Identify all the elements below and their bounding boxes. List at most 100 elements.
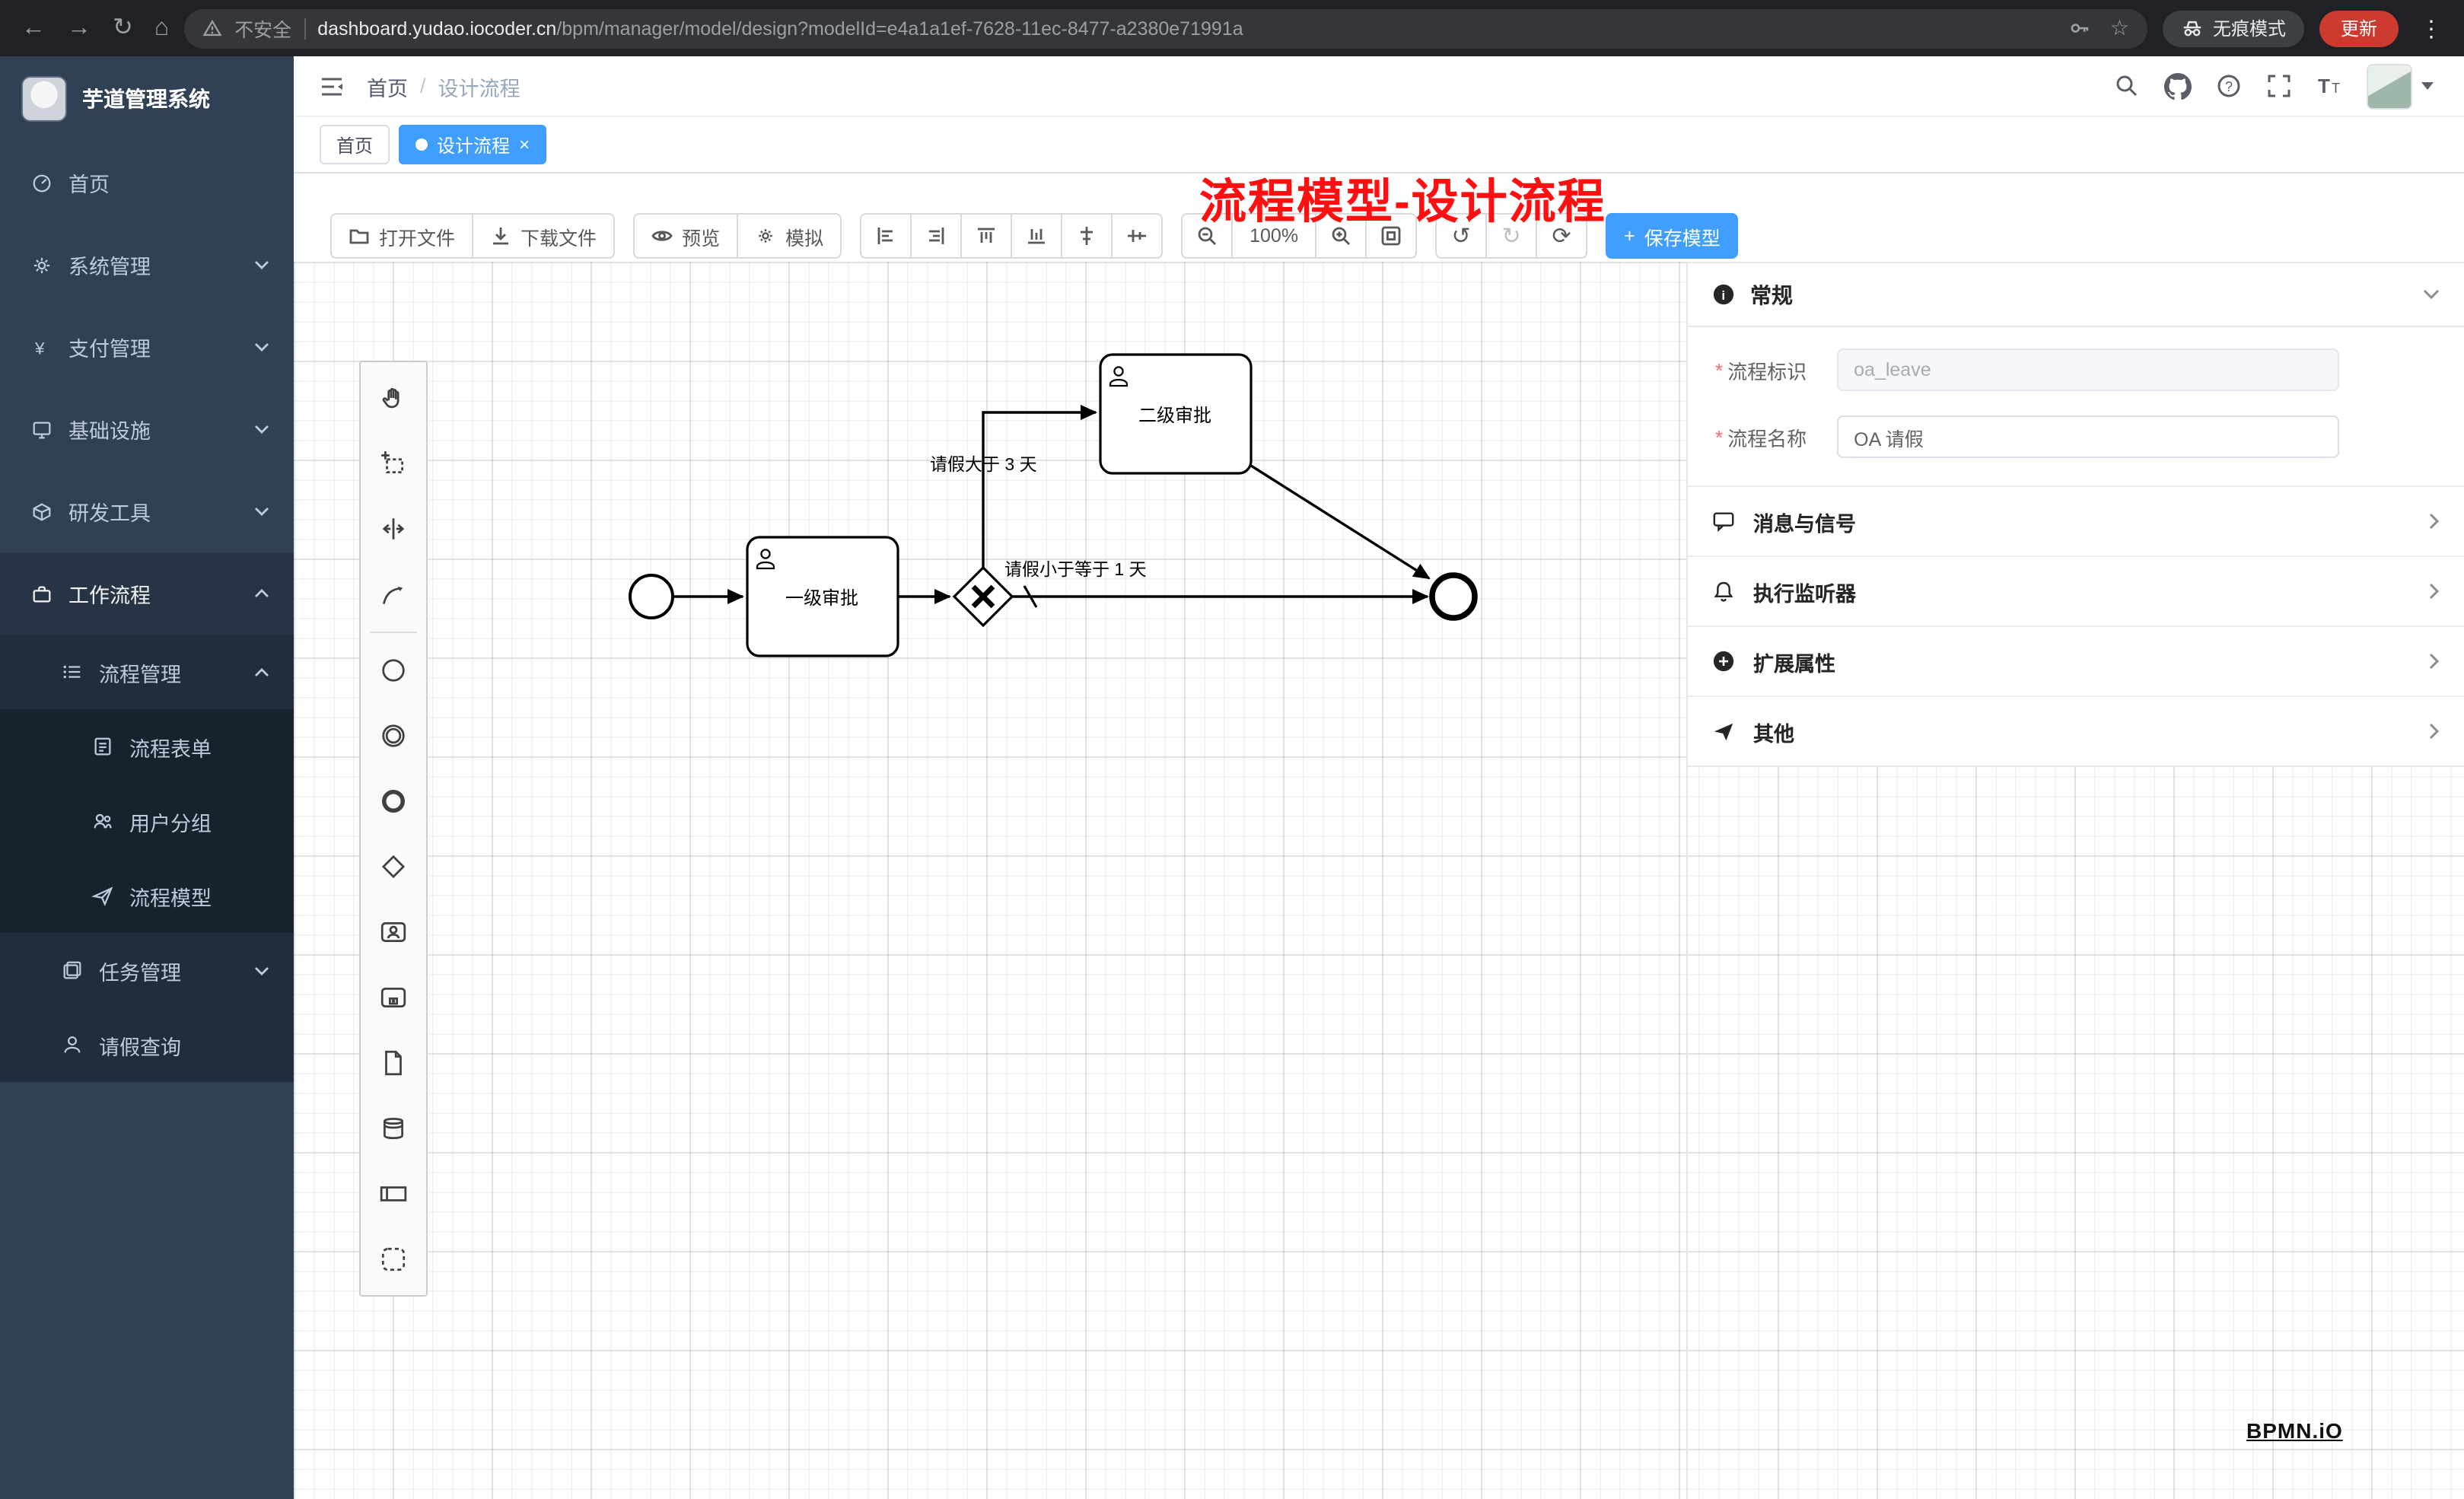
reload-icon[interactable]: ↻ <box>113 14 133 40</box>
align-bottom-button[interactable] <box>1011 213 1063 259</box>
create-intermediate-event[interactable] <box>361 703 426 769</box>
start-event[interactable] <box>629 574 674 619</box>
zoom-reset-button[interactable] <box>1365 213 1418 259</box>
create-participant[interactable] <box>361 1161 426 1227</box>
chevron-down-icon <box>255 343 269 352</box>
tab-home[interactable]: 首页 <box>320 125 390 164</box>
process-name-input[interactable] <box>1837 415 2340 458</box>
chevron-down-icon <box>255 966 269 975</box>
comment-icon <box>1713 512 1734 533</box>
close-tab-icon[interactable]: × <box>519 134 530 155</box>
browser-chrome: ← → ↻ ⌂ 不安全 dashboard.yudao.iocoder.cn/b… <box>0 0 2464 56</box>
bpmn-designer: 打开文件 下载文件 预览 <box>294 173 2464 1499</box>
forward-icon[interactable]: → <box>67 14 91 40</box>
section-extended-attrs[interactable]: 扩展属性 <box>1688 625 2464 695</box>
data-store-icon <box>384 1117 403 1140</box>
end-event[interactable] <box>1429 572 1478 621</box>
create-group[interactable] <box>361 1227 426 1292</box>
section-general[interactable]: i 常规 <box>1688 263 2464 327</box>
flow-gateway-to-task2[interactable] <box>982 405 1097 568</box>
default-flow-slash <box>1023 585 1038 608</box>
sidebar-item-payment[interactable]: ¥ 支付管理 <box>0 306 294 388</box>
bpmn-io-watermark[interactable]: BPMN.iO <box>2246 1418 2343 1443</box>
home-icon[interactable]: ⌂ <box>154 14 170 40</box>
chevron-up-icon <box>255 667 269 676</box>
back-icon[interactable]: ← <box>21 14 46 40</box>
open-file-button[interactable]: 打开文件 <box>330 213 474 259</box>
breadcrumb-home[interactable]: 首页 <box>367 77 408 100</box>
lasso-tool[interactable] <box>361 431 426 496</box>
create-start-event[interactable] <box>361 638 426 703</box>
align-right-icon <box>929 228 944 244</box>
star-icon[interactable]: ☆ <box>2109 15 2129 40</box>
key-icon[interactable] <box>2069 17 2092 40</box>
save-model-button[interactable]: + 保存模型 <box>1606 213 1739 259</box>
zoom-out-button[interactable] <box>1181 213 1234 259</box>
sidebar-item-task-mgmt[interactable]: 任务管理 <box>0 933 294 1007</box>
browser-menu-icon[interactable]: ⋮ <box>2420 16 2443 42</box>
github-icon[interactable] <box>2164 72 2192 100</box>
align-middle-button[interactable] <box>1111 213 1164 259</box>
align-center-button[interactable] <box>1061 213 1113 259</box>
create-user-task[interactable] <box>361 899 426 965</box>
tab-design-process[interactable]: 设计流程 × <box>399 125 547 164</box>
create-gateway[interactable] <box>361 834 426 899</box>
section-execution-listener[interactable]: 执行监听器 <box>1688 555 2464 625</box>
restart-button[interactable]: ⟳ <box>1536 213 1588 259</box>
hand-tool[interactable] <box>361 365 426 431</box>
connect-icon <box>382 586 403 605</box>
create-subprocess[interactable] <box>361 965 426 1030</box>
flow-task2-to-end[interactable] <box>1250 464 1431 580</box>
preview-button[interactable]: 预览 <box>633 213 739 259</box>
user-task-1[interactable]: 一级审批 <box>746 536 899 657</box>
general-fields: * 流程标识 * 流程名称 <box>1688 327 2464 485</box>
space-tool[interactable] <box>361 496 426 562</box>
create-data-store[interactable] <box>361 1096 426 1161</box>
section-message-signal[interactable]: 消息与信号 <box>1688 485 2464 555</box>
sidebar-item-devtools[interactable]: 研发工具 <box>0 470 294 552</box>
help-icon[interactable]: ? <box>2216 73 2242 99</box>
svg-text:一级审批: 一级审批 <box>785 588 858 609</box>
sidebar-item-process-mgmt[interactable]: 流程管理 <box>0 635 294 709</box>
bpmn-diagram: 请假大于 3 天 请假小于等于 1 天 一级审批 <box>629 353 1478 657</box>
redo-icon: ↻ <box>1501 223 1521 249</box>
align-top-button[interactable] <box>960 213 1013 259</box>
plus-circle-icon <box>1713 651 1734 672</box>
exclusive-gateway[interactable] <box>952 565 1014 628</box>
sidebar-item-infra[interactable]: 基础设施 <box>0 388 294 470</box>
url-bar[interactable]: 不安全 dashboard.yudao.iocoder.cn/bpm/manag… <box>184 8 2147 48</box>
section-other[interactable]: 其他 <box>1688 695 2464 765</box>
flow-label-le[interactable]: 请假小于等于 1 天 <box>1004 559 1147 579</box>
sidebar-item-process-model[interactable]: 流程模型 <box>0 858 294 933</box>
collapse-sidebar-icon[interactable] <box>318 72 345 100</box>
sidebar-item-system[interactable]: 系统管理 <box>0 224 294 306</box>
global-connect-tool[interactable] <box>361 562 426 627</box>
simulate-button[interactable]: 模拟 <box>737 213 842 259</box>
download-file-button[interactable]: 下载文件 <box>472 213 616 259</box>
flow-label-gt[interactable]: 请假大于 3 天 <box>930 454 1037 474</box>
fullscreen-icon[interactable] <box>2266 73 2292 99</box>
app-logo[interactable]: 芋道管理系统 <box>0 56 294 142</box>
user-menu[interactable] <box>2367 63 2434 109</box>
subprocess-icon <box>380 988 406 1007</box>
create-end-event[interactable] <box>361 769 426 834</box>
update-button[interactable]: 更新 <box>2319 10 2399 46</box>
align-right-button[interactable] <box>910 213 963 259</box>
sidebar-item-leave-query[interactable]: 请假查询 <box>0 1007 294 1082</box>
sidebar-item-workflow[interactable]: 工作流程 <box>0 552 294 635</box>
breadcrumb: 首页 / 设计流程 <box>367 71 520 101</box>
gear-icon <box>759 229 772 243</box>
align-left-button[interactable] <box>860 213 912 259</box>
sidebar-item-home[interactable]: 首页 <box>0 142 294 224</box>
user-task-2[interactable]: 二级审批 <box>1099 353 1253 475</box>
sidebar-item-user-group[interactable]: 用户分组 <box>0 784 294 858</box>
create-data-object[interactable] <box>361 1030 426 1096</box>
svg-text:¥: ¥ <box>34 338 45 357</box>
lasso-icon <box>381 451 403 473</box>
zoom-in-button[interactable] <box>1315 213 1367 259</box>
sidebar-item-process-form[interactable]: 流程表单 <box>0 709 294 784</box>
refresh-icon: ⟳ <box>1552 223 1571 249</box>
search-icon[interactable] <box>2114 73 2140 99</box>
active-dot <box>415 138 428 151</box>
